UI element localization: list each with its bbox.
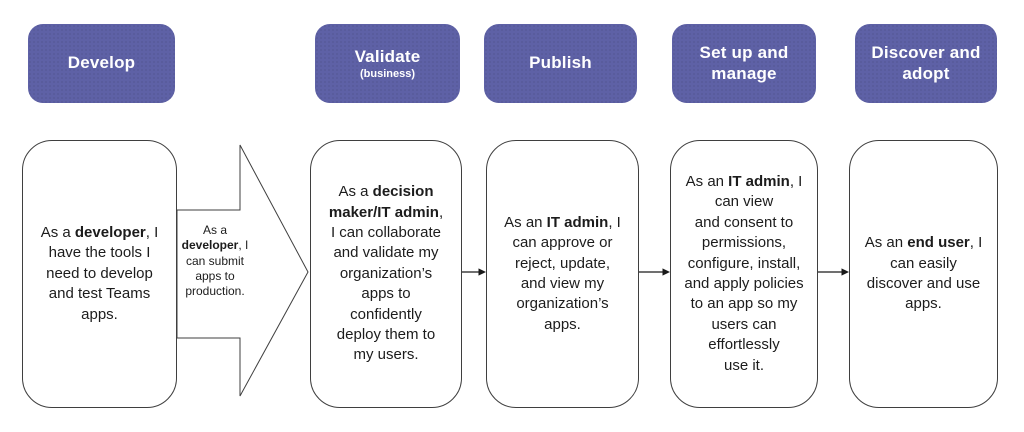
stage-header-label: Publish [529, 53, 592, 73]
block-arrow-text: As a developer, I can submit apps to pro… [175, 223, 255, 300]
stage-card-publish: As an IT admin, I can approve or reject,… [486, 140, 639, 408]
card-text-rest: , I can collaborate and validate my orga… [330, 203, 444, 364]
card-text-role: IT admin [728, 173, 790, 191]
stage-card-text: As an end user, I can easily discover an… [865, 233, 983, 315]
card-text-rest: , I can easily discover and use apps. [866, 234, 983, 313]
stage-card-setup-and-manage: As an IT admin, I can view and consent t… [670, 140, 818, 408]
card-text-rest: , I can approve or reject, update, and v… [512, 213, 621, 333]
connector-arrow-publish-setup [639, 268, 670, 276]
stage-header-label: Validate [354, 46, 421, 66]
card-text-role: decision maker/IT admin [328, 183, 439, 221]
stage-header-label: Discover and adopt [871, 43, 981, 83]
stage-card-develop: As a developer, I have the tools I need … [22, 140, 177, 408]
stage-card-validate: As a decision maker/IT admin, I can coll… [310, 140, 462, 408]
arrow-text-role: developer [181, 238, 239, 253]
stage-card-discover-and-adopt: As an end user, I can easily discover an… [849, 140, 998, 408]
arrow-text-prefix: As a [202, 223, 227, 237]
card-text-prefix: As an [504, 213, 547, 231]
card-text-rest: , I have the tools I need to develop and… [46, 224, 159, 323]
card-text-role: end user [907, 234, 970, 252]
stage-header-validate: Validate (business) [315, 24, 460, 103]
connector-arrow-setup-discover [818, 268, 849, 276]
card-text-prefix: As a [338, 183, 373, 201]
card-text-prefix: As an [864, 234, 908, 252]
stage-header-label: Set up and manage [699, 43, 789, 83]
card-text-role: IT admin [546, 213, 609, 231]
developer-submit-block-arrow [176, 144, 309, 397]
stage-header-setup-and-manage: Set up and manage [672, 24, 816, 103]
card-text-rest: , I can view and consent to permissions,… [684, 173, 804, 374]
stage-header-label: Develop [67, 53, 136, 73]
stage-card-text: As a developer, I have the tools I need … [41, 223, 159, 325]
card-text-role: developer [74, 224, 146, 242]
stage-header-discover-and-adopt: Discover and adopt [855, 24, 997, 103]
stage-card-text: As a decision maker/IT admin, I can coll… [329, 182, 443, 366]
stage-header-publish: Publish [484, 24, 637, 103]
stage-card-text: As an IT admin, I can approve or reject,… [504, 213, 621, 335]
connector-arrow-validate-publish [462, 268, 486, 276]
stage-header-develop: Develop [28, 24, 175, 103]
stage-header-sublabel: (business) [359, 67, 415, 80]
card-text-prefix: As a [40, 224, 75, 242]
arrow-text-rest: , I can submit apps to production. [185, 238, 249, 299]
card-text-prefix: As an [685, 173, 729, 191]
stage-card-text: As an IT admin, I can view and consent t… [684, 172, 803, 376]
